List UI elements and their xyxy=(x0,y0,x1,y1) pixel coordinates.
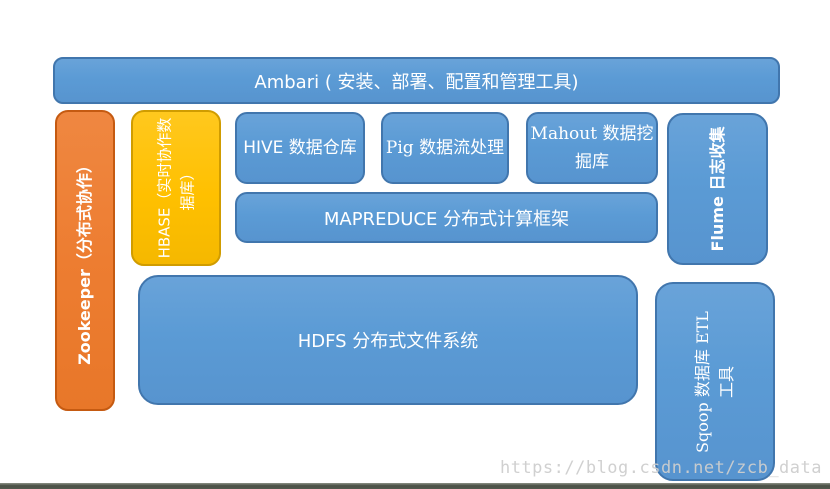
zookeeper-label: Zookeeper（分布式协作） xyxy=(75,156,94,365)
ambari-label: Ambari ( 安装、部署、配置和管理工具) xyxy=(254,71,579,93)
pig-box: Pig 数据流处理 xyxy=(381,112,509,184)
sqoop-box: Sqoop 数据库 ETL 工具 xyxy=(655,282,775,481)
zookeeper-box: Zookeeper（分布式协作） xyxy=(55,110,115,411)
mahout-label: Mahout 数据挖掘库 xyxy=(530,123,654,172)
hdfs-box: HDFS 分布式文件系统 xyxy=(138,275,638,405)
ambari-bar: Ambari ( 安装、部署、配置和管理工具) xyxy=(53,57,780,104)
mahout-box: Mahout 数据挖掘库 xyxy=(526,112,658,184)
bottom-edge-strip xyxy=(0,483,830,489)
hbase-box: HBASE（实时协作数据库） xyxy=(131,110,221,266)
flume-label: Flume 日志收集 xyxy=(707,126,727,252)
mapreduce-label: MAPREDUCE 分布式计算框架 xyxy=(323,208,570,230)
hive-box: HIVE 数据仓库 xyxy=(235,112,365,184)
hdfs-label: HDFS 分布式文件系统 xyxy=(297,331,479,352)
pig-label: Pig 数据流处理 xyxy=(385,137,505,158)
csdn-watermark: https://blog.csdn.net/zcb_data xyxy=(499,458,822,478)
hive-label: HIVE 数据仓库 xyxy=(243,137,357,158)
hbase-label: HBASE（实时协作数据库） xyxy=(155,117,197,259)
mapreduce-box: MAPREDUCE 分布式计算框架 xyxy=(235,192,658,243)
flume-box: Flume 日志收集 xyxy=(667,113,768,265)
sqoop-label: Sqoop 数据库 ETL 工具 xyxy=(693,310,736,453)
